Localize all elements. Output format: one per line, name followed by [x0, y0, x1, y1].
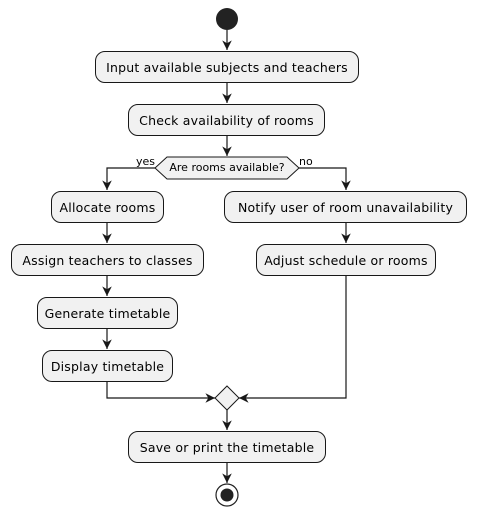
- step-display: Display timetable: [42, 350, 173, 382]
- step-check: Check availability of rooms: [128, 104, 325, 136]
- decision-no-label: no: [299, 155, 313, 168]
- decision-node: [154, 156, 300, 180]
- step-notify: Notify user of room unavailability: [224, 191, 467, 223]
- merge-node: [214, 385, 240, 411]
- step-allocate: Allocate rooms: [51, 191, 164, 223]
- end-node-inner: [220, 488, 234, 502]
- start-node: [216, 8, 238, 30]
- step-input: Input available subjects and teachers: [95, 51, 359, 83]
- edge-adjust-merge: [239, 276, 347, 403]
- step-adjust: Adjust schedule or rooms: [256, 244, 436, 276]
- edge-decision-yes: [102, 167, 155, 190]
- step-generate: Generate timetable: [37, 297, 178, 329]
- step-assign: Assign teachers to classes: [11, 244, 204, 276]
- decision-question: Are rooms available?: [169, 161, 285, 174]
- edge-decision-no: [299, 167, 351, 190]
- decision-yes-label: yes: [136, 155, 156, 168]
- step-save: Save or print the timetable: [128, 431, 326, 463]
- edge-display-merge: [106, 382, 215, 403]
